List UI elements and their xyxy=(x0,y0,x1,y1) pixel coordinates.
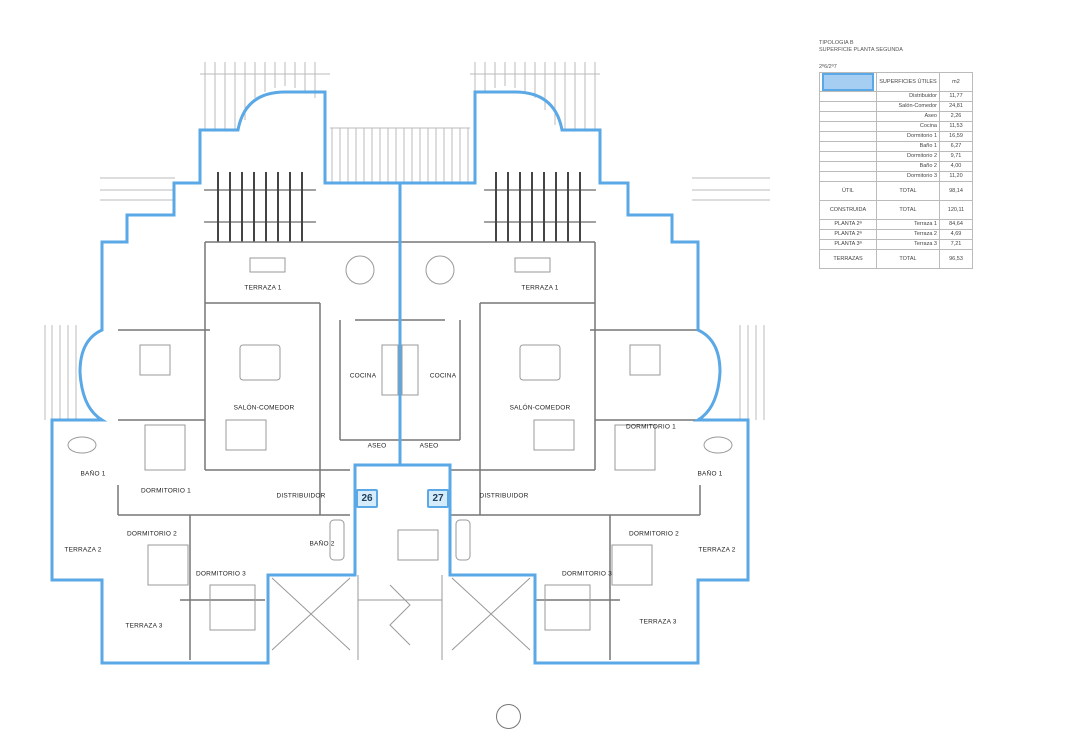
terraza-name: Terraza 1 xyxy=(876,219,940,230)
construida-total-value: 120,11 xyxy=(939,200,973,220)
room-label-terraza1-left: TERRAZA 1 xyxy=(244,284,282,292)
util-label: ÚTIL xyxy=(819,181,877,201)
row-value: 11,77 xyxy=(939,91,973,102)
construida-total-row: CONSTRUIDA TOTAL 120,11 xyxy=(819,200,973,220)
legend-swatch-cell xyxy=(819,72,877,92)
room-label-distribuidor-right: DISTRIBUIDOR xyxy=(479,492,529,500)
row-name: Cocina xyxy=(876,121,940,132)
room-label-terraza2-left: TERRAZA 2 xyxy=(64,546,102,554)
row-name: Dormitorio 1 xyxy=(876,131,940,142)
terrazas-total-row: TERRAZAS TOTAL 96,53 xyxy=(819,249,973,269)
unit-badge-27: 27 xyxy=(427,489,449,508)
row-name: Salón-Comedor xyxy=(876,101,940,112)
furniture xyxy=(67,255,733,631)
row-value: 9,71 xyxy=(939,151,973,162)
room-label-bano1-left: BAÑO 1 xyxy=(80,470,106,478)
room-label-terraza2-right: TERRAZA 2 xyxy=(698,546,736,554)
row-name: Baño 2 xyxy=(876,161,940,172)
unit-reference: 2º6/2º7 xyxy=(819,64,837,70)
row-name: Dormitorio 2 xyxy=(876,151,940,162)
terraza-planta: PLANTA 2ª xyxy=(819,229,877,240)
terraza-planta: PLANTA 3ª xyxy=(819,239,877,250)
row-value: 6,27 xyxy=(939,141,973,152)
construida-label: CONSTRUIDA xyxy=(819,200,877,220)
table-header-row: SUPERFICIES ÚTILES m2 xyxy=(819,72,973,92)
header-m2: m2 xyxy=(939,72,973,92)
stair-shaft xyxy=(271,575,531,660)
room-label-bano1-right: BAÑO 1 xyxy=(697,470,723,478)
util-total-row: ÚTIL TOTAL 98,14 xyxy=(819,181,973,201)
terraza-value: 4,69 xyxy=(939,229,973,240)
room-label-dormitorio3-right: DORMITORIO 3 xyxy=(562,570,612,578)
terrazas-total-name: TOTAL xyxy=(876,249,940,269)
room-label-terraza3-right: TERRAZA 3 xyxy=(639,618,677,626)
header-superficies: SUPERFICIES ÚTILES xyxy=(876,72,940,92)
room-label-cocina-right: COCINA xyxy=(429,372,457,380)
terraza-name: Terraza 3 xyxy=(876,239,940,250)
row-name: Baño 1 xyxy=(876,141,940,152)
util-total-name: TOTAL xyxy=(876,181,940,201)
room-label-dormitorio2-left: DORMITORIO 2 xyxy=(127,530,177,538)
util-total-value: 98,14 xyxy=(939,181,973,201)
room-label-terraza3-left: TERRAZA 3 xyxy=(125,622,163,630)
row-value: 24,81 xyxy=(939,101,973,112)
row-value: 11,20 xyxy=(939,171,973,182)
header-tipologia: TIPOLOGIA B xyxy=(819,40,854,46)
room-label-bano2-left: BAÑO 2 xyxy=(309,540,335,548)
row-name: Aseo xyxy=(876,111,940,122)
north-circle-icon xyxy=(496,704,521,729)
terrazas-label: TERRAZAS xyxy=(819,249,877,269)
unit-outline xyxy=(50,90,750,665)
interior-walls xyxy=(117,241,701,660)
room-label-dormitorio2-right: DORMITORIO 2 xyxy=(629,530,679,538)
terraza-value: 7,21 xyxy=(939,239,973,250)
room-label-aseo-left: ASEO xyxy=(367,442,387,450)
row-value: 11,53 xyxy=(939,121,973,132)
unit-badge-26: 26 xyxy=(356,489,378,508)
room-label-aseo-right: ASEO xyxy=(419,442,439,450)
room-label-dormitorio3-left: DORMITORIO 3 xyxy=(196,570,246,578)
row-value: 16,59 xyxy=(939,131,973,142)
row-value: 2,26 xyxy=(939,111,973,122)
row-name: Distribuidor xyxy=(876,91,940,102)
room-label-dormitorio1-right: DORMITORIO 1 xyxy=(626,423,676,431)
terrazas-total-value: 96,53 xyxy=(939,249,973,269)
terraza-name: Terraza 2 xyxy=(876,229,940,240)
room-label-terraza1-right: TERRAZA 1 xyxy=(521,284,559,292)
row-value: 4,00 xyxy=(939,161,973,172)
room-label-dormitorio1-left: DORMITORIO 1 xyxy=(141,487,191,495)
room-label-distribuidor-left: DISTRIBUIDOR xyxy=(276,492,326,500)
construida-total-name: TOTAL xyxy=(876,200,940,220)
row-name: Dormitorio 3 xyxy=(876,171,940,182)
terraza-planta: PLANTA 2ª xyxy=(819,219,877,230)
legend-swatch xyxy=(822,73,874,91)
header-superficie: SUPERFICIE PLANTA SEGUNDA xyxy=(819,47,903,53)
room-label-salon-left: SALÓN-COMEDOR xyxy=(233,404,295,412)
terrace-beams xyxy=(204,172,596,242)
room-label-salon-right: SALÓN-COMEDOR xyxy=(509,404,571,412)
pergola-lines xyxy=(44,62,770,420)
room-label-cocina-left: COCINA xyxy=(349,372,377,380)
terraza-value: 84,64 xyxy=(939,219,973,230)
